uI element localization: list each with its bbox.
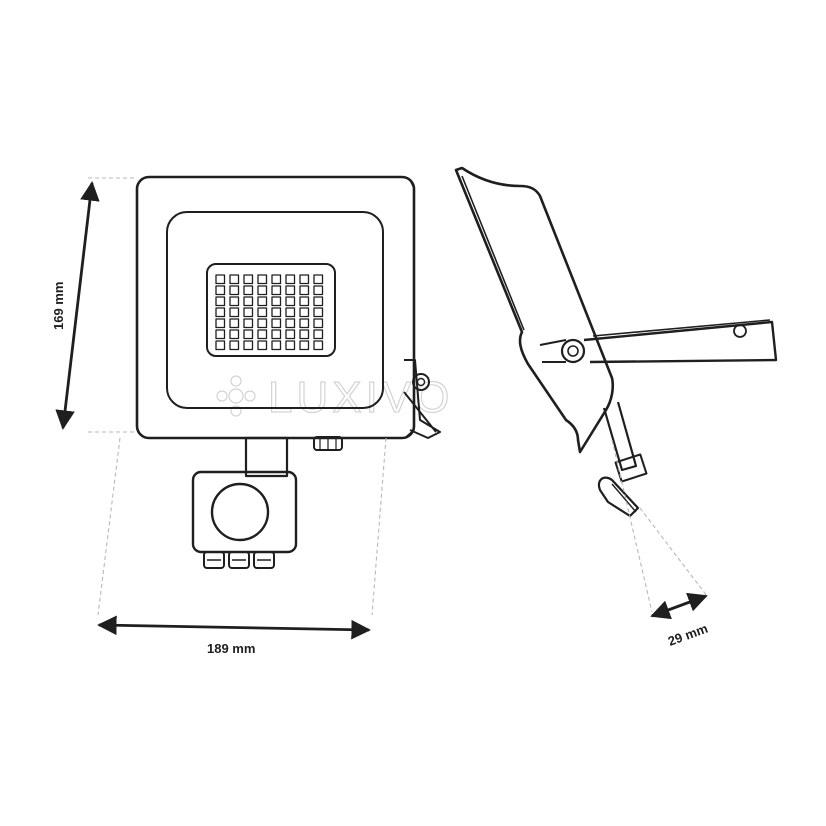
- led-chip: [285, 274, 296, 285]
- led-chip: [215, 340, 226, 351]
- led-chip: [215, 296, 226, 307]
- led-grid: [215, 274, 324, 351]
- led-chip: [229, 340, 240, 351]
- depth-arrow: [650, 592, 708, 620]
- led-chip: [229, 307, 240, 318]
- led-chip: [271, 329, 282, 340]
- led-chip: [229, 274, 240, 285]
- led-chip: [285, 340, 296, 351]
- front-view: [135, 175, 441, 569]
- depth-label: 29 mm: [666, 621, 710, 649]
- led-chip: [215, 307, 226, 318]
- led-chip: [243, 285, 254, 296]
- led-chip: [285, 285, 296, 296]
- led-chip: [257, 340, 268, 351]
- led-chip: [271, 318, 282, 329]
- glass-frame: [166, 211, 384, 409]
- led-chip: [313, 318, 324, 329]
- led-chip: [271, 285, 282, 296]
- led-chip: [257, 296, 268, 307]
- led-chip: [229, 318, 240, 329]
- led-chip: [257, 307, 268, 318]
- led-chip: [229, 296, 240, 307]
- led-chip: [299, 307, 310, 318]
- led-chip: [215, 285, 226, 296]
- led-chip: [299, 274, 310, 285]
- led-chip: [257, 285, 268, 296]
- led-chip: [271, 274, 282, 285]
- extension-lines: [88, 177, 708, 616]
- led-chip: [243, 296, 254, 307]
- led-panel: [206, 263, 336, 357]
- dimension-arrows: [55, 181, 708, 640]
- height-arrow: [55, 181, 100, 430]
- led-chip: [313, 329, 324, 340]
- led-chip: [243, 318, 254, 329]
- led-chip: [271, 296, 282, 307]
- led-chip: [271, 340, 282, 351]
- led-chip: [299, 285, 310, 296]
- led-chip: [299, 340, 310, 351]
- led-chip: [215, 274, 226, 285]
- led-chip: [229, 285, 240, 296]
- led-chip: [313, 340, 324, 351]
- led-chip: [285, 318, 296, 329]
- sensor-lens: [210, 482, 270, 542]
- watermark-text: LUXIVO: [268, 373, 453, 422]
- led-chip: [313, 307, 324, 318]
- led-chip: [313, 296, 324, 307]
- led-chip: [313, 285, 324, 296]
- led-chip: [257, 274, 268, 285]
- led-chip: [215, 318, 226, 329]
- led-chip: [243, 340, 254, 351]
- led-chip: [299, 329, 310, 340]
- side-view: [454, 166, 778, 518]
- led-chip: [313, 274, 324, 285]
- mount-bracket: [583, 320, 778, 364]
- led-chip: [285, 329, 296, 340]
- led-chip: [285, 296, 296, 307]
- sensor-arm: [244, 436, 289, 478]
- led-chip: [257, 329, 268, 340]
- side-housing: [454, 166, 615, 454]
- led-chip: [243, 329, 254, 340]
- led-chip: [243, 274, 254, 285]
- led-chip: [299, 296, 310, 307]
- led-chip: [257, 318, 268, 329]
- pivot-circle: [560, 338, 586, 364]
- width-arrow: [97, 615, 371, 640]
- led-chip: [229, 329, 240, 340]
- led-chip: [299, 318, 310, 329]
- led-chip: [215, 329, 226, 340]
- led-chip: [271, 307, 282, 318]
- height-label: 169 mm: [51, 282, 66, 330]
- width-label: 189 mm: [207, 641, 255, 656]
- led-chip: [285, 307, 296, 318]
- led-chip: [243, 307, 254, 318]
